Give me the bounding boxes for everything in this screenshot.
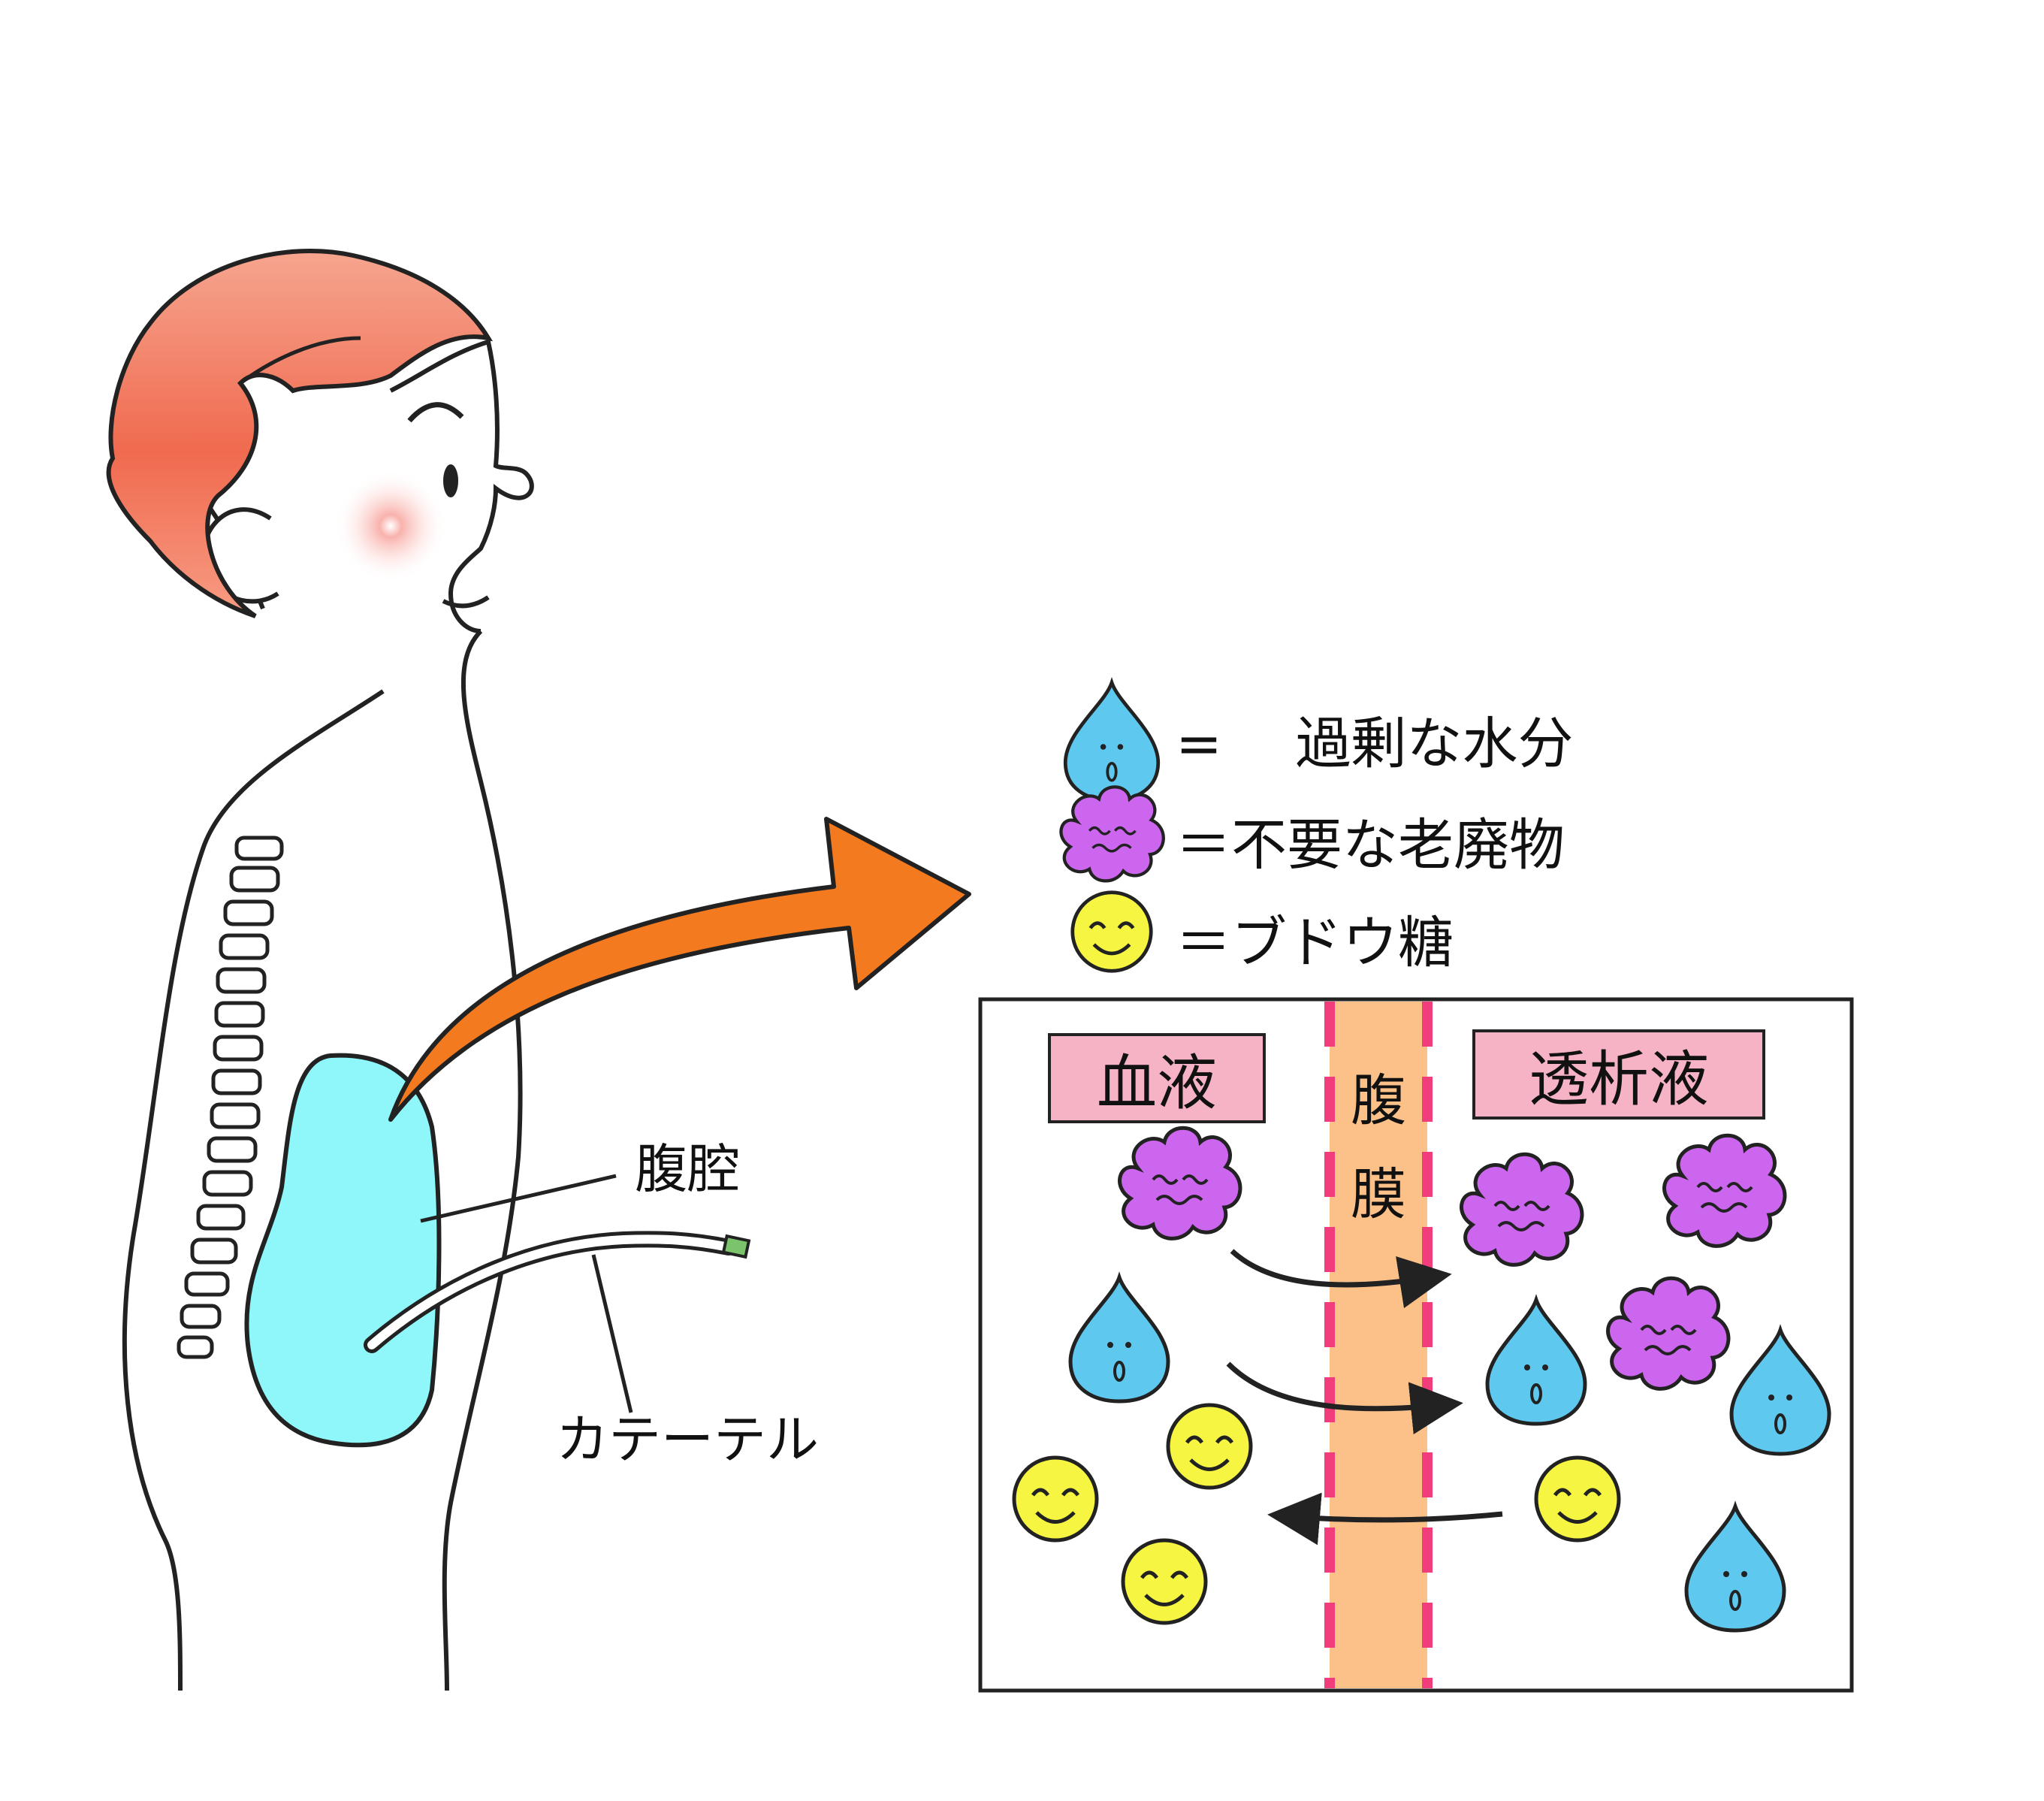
legend-waste-text: ＝不要な老廃物 [1176, 813, 1565, 878]
eye-icon [443, 464, 458, 497]
eyebrow-icon [407, 402, 464, 423]
peritoneal-cavity [244, 1053, 442, 1448]
flow-arrow-glucose [1267, 1492, 1503, 1546]
hair-icon [106, 249, 494, 618]
blood-label: 血液 [1048, 1033, 1266, 1123]
smiley-glucose-icon [1168, 1405, 1251, 1488]
flow-arrow-water [1226, 1361, 1463, 1435]
catheter-label: カテーテル [556, 1409, 819, 1470]
mouth-icon [442, 595, 490, 609]
legend-water-text: = 過剰な水分 [1176, 712, 1574, 776]
spine-icon [177, 836, 284, 1359]
water-drop-icon [1065, 683, 1158, 801]
cheek-blush [334, 470, 447, 582]
cavity-label: 腹腔 [635, 1138, 740, 1200]
waste-blob-icon [1462, 1154, 1582, 1265]
legend-glucose-text: ＝ブドウ糖 [1176, 911, 1454, 975]
waste-blob-icon [1120, 1128, 1240, 1238]
waste-blob-icon [1608, 1278, 1728, 1389]
smiley-glucose-icon [1536, 1458, 1619, 1540]
membrane-label-bottom: 膜 [1351, 1162, 1406, 1227]
person-illustration [106, 249, 751, 1691]
peritoneum-membrane [1330, 1002, 1427, 1688]
flow-arrow-waste [1230, 1249, 1452, 1309]
big-arrow-icon [388, 817, 971, 1122]
smiley-glucose-icon [1123, 1540, 1206, 1623]
dialysate-label: 透析液 [1472, 1029, 1765, 1120]
membrane-label-top: 腹 [1351, 1068, 1406, 1133]
body-outline [122, 629, 523, 1691]
waste-blob-icon [1665, 1135, 1785, 1246]
smiley-glucose-icon [1014, 1458, 1097, 1540]
waste-blob-icon [1061, 787, 1163, 881]
smiley-glucose-icon [1073, 893, 1152, 972]
